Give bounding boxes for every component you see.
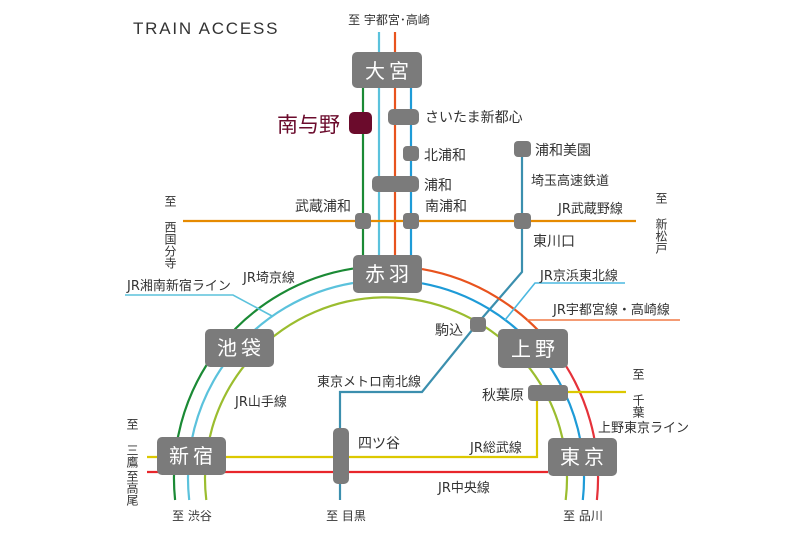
saitama-railway-label: 埼玉高速鉄道: [531, 173, 609, 189]
station-box: [157, 437, 226, 475]
map-title: TRAIN ACCESS: [133, 19, 279, 38]
station-higashi-kawaguchi: 東川口: [514, 213, 575, 250]
musashino-line-label: JR武蔵野線: [557, 201, 623, 217]
station-box: [205, 329, 274, 367]
station-akihabara: 秋葉原: [482, 385, 568, 404]
station-komagome: 駒込: [435, 317, 486, 339]
station-name: 南浦和: [425, 199, 467, 215]
yamanote-line-arc: [203, 296, 569, 501]
ueno-tokyo-line-label: 上野東京ライン: [598, 420, 689, 436]
station-akabane: 赤羽: [353, 255, 422, 293]
sobu-line-label: JR総武線: [469, 440, 522, 456]
destination-mitaka: 至 三鷹: [125, 418, 139, 469]
station-box: [388, 109, 419, 125]
station-name: 四ツ谷: [358, 436, 400, 452]
highlight-station-name: 南与野: [277, 113, 340, 137]
station-musashi-urawa: 武蔵浦和: [295, 199, 371, 229]
station-name: 大宮: [365, 59, 413, 83]
utsunomiya-takasaki-line-label: JR宇都宮線・高崎線: [552, 302, 670, 318]
station-minami-urawa: 南浦和: [403, 199, 467, 229]
destination-nishi-kokubunji: 至 西国分寺: [163, 195, 177, 269]
station-box: [403, 146, 419, 161]
station-box: [352, 52, 422, 88]
station-box: [528, 385, 568, 401]
highlight-station-marker: [349, 112, 372, 134]
destination-shin-matsudo: 至 新松戸: [654, 192, 668, 255]
destination-meguro: 至 目黒: [326, 509, 366, 523]
station-name: 上野: [511, 337, 559, 361]
station-name: 駒込: [435, 323, 463, 339]
keihin-tohoku-line-label: JR京浜東北線: [539, 268, 618, 284]
station-box: [548, 438, 617, 476]
destination-shibuya: 至 渋谷: [172, 509, 212, 523]
station-box: [355, 213, 371, 229]
station-box: [514, 141, 531, 157]
station-box: [403, 213, 419, 229]
yamanote-line-label: JR山手線: [234, 394, 287, 410]
namboku-line: [338, 157, 524, 500]
station-yotsuya: 四ツ谷: [333, 428, 400, 484]
station-box: [498, 329, 568, 368]
station-urawa: 浦和: [372, 176, 452, 194]
station-name: 東京: [560, 445, 608, 469]
station-saitama-shintoshin: さいたま新都心: [388, 109, 523, 126]
namboku-line-label: 東京メトロ南北線: [317, 374, 421, 390]
station-name: さいたま新都心: [425, 110, 523, 126]
station-name: 北浦和: [424, 148, 466, 164]
station-name: 武蔵浦和: [295, 199, 351, 215]
station-kita-urawa: 北浦和: [403, 146, 466, 164]
destination-chiba: 至 千葉: [631, 368, 645, 418]
station-urawa-misono: 浦和美園: [514, 141, 591, 159]
station-omiya: 大宮: [352, 52, 422, 88]
station-box: [470, 317, 486, 332]
station-ikebukuro: 池袋: [205, 329, 274, 367]
station-name: 浦和美園: [535, 143, 591, 159]
destination-takao: 至高尾: [125, 470, 139, 506]
station-box: [514, 213, 531, 229]
station-name: 池袋: [217, 336, 265, 360]
station-name: 浦和: [424, 178, 452, 194]
shonan-shinjuku-line-label: JR湘南新宿ライン: [126, 278, 231, 294]
station-box: [353, 255, 422, 293]
station-name: 新宿: [169, 444, 217, 468]
keihin-tohoku-leader: [504, 282, 625, 321]
station-name: 秋葉原: [482, 388, 524, 404]
station-shinjuku: 新宿: [157, 437, 226, 475]
station-ueno: 上野: [498, 329, 568, 368]
destination-utsunomiya-takasaki: 至 宇都宮･高崎: [348, 12, 430, 27]
saikyo-line-label: JR埼京線: [242, 270, 295, 286]
shonan-shinjuku-leader: [125, 294, 273, 317]
chuo-line-label: JR中央線: [437, 480, 490, 496]
station-name: 赤羽: [365, 262, 413, 286]
destination-shinagawa: 至 品川: [563, 509, 603, 523]
station-tokyo: 東京: [548, 438, 617, 476]
station-box: [333, 428, 349, 484]
station-box: [372, 176, 419, 192]
station-minami-yono: 南与野: [277, 112, 372, 137]
station-name: 東川口: [533, 234, 575, 250]
sobu-line: [147, 401, 539, 459]
